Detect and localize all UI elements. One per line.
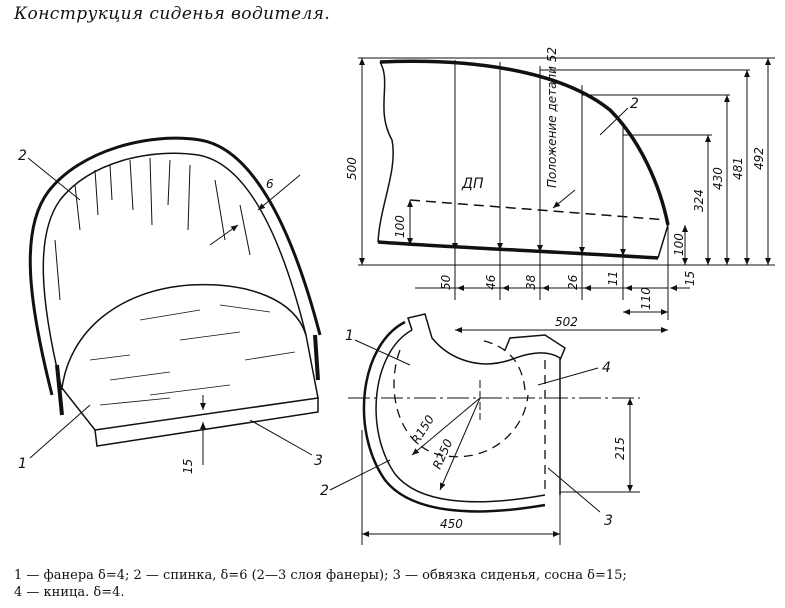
profile-bottom xyxy=(377,240,659,260)
seat-plate-front-edge xyxy=(94,397,319,447)
caption-line-2: 4 — кница. δ=4. xyxy=(14,585,125,600)
total-length-502: 502 xyxy=(555,315,578,329)
callout-2-side: 2 xyxy=(630,96,639,112)
offset-26: 26 xyxy=(566,274,580,290)
base-dimension: 15 xyxy=(181,459,195,474)
offset-11: 11 xyxy=(606,271,620,286)
page-title: Конструкция сиденья водителя. xyxy=(14,4,331,24)
perspective-view xyxy=(27,136,322,465)
radius-r150: R150 xyxy=(409,412,438,446)
thickness-dimension: 6 xyxy=(266,177,274,191)
dp-label: ДП xyxy=(461,176,484,192)
caption-line-1: 1 — фанера δ=4; 2 — спинка, δ=6 (2—3 сло… xyxy=(14,568,627,583)
plan-backrest-inner xyxy=(375,329,546,503)
plan-seat-edge xyxy=(407,313,561,495)
callout-4-plan: 4 xyxy=(602,360,611,376)
plan-view xyxy=(329,313,640,545)
figure-caption: 1 — фанера δ=4; 2 — спинка, δ=6 (2—3 сло… xyxy=(14,567,779,601)
callout-3-left: 3 xyxy=(314,453,323,469)
height-500: 500 xyxy=(345,157,359,180)
right-height-492: 492 xyxy=(752,147,766,170)
callout-3-plan: 3 xyxy=(604,513,613,529)
right-height-481: 481 xyxy=(731,157,745,180)
backrest-profile-curve xyxy=(379,59,670,226)
radius-r250: R250 xyxy=(430,437,456,472)
front-height-100: 100 xyxy=(393,215,407,238)
offset-50: 50 xyxy=(439,274,453,290)
side-profile-view xyxy=(358,57,775,333)
offset-46: 46 xyxy=(484,274,498,290)
horizontal-extension-lines xyxy=(358,57,775,266)
backrest-inner-edge xyxy=(42,152,307,391)
offset-110: 110 xyxy=(639,287,653,310)
seat-plate-grain xyxy=(89,304,296,406)
offset-15: 15 xyxy=(683,271,697,286)
offset-38: 38 xyxy=(524,274,538,290)
width-450: 450 xyxy=(440,517,463,531)
callout-2-left: 2 xyxy=(18,148,27,164)
backrest-outer-edge xyxy=(28,136,322,396)
plan-knee-bracket xyxy=(504,334,566,361)
backrest-texture xyxy=(54,157,251,301)
right-height-430: 430 xyxy=(711,167,725,190)
plan-dashed-inner xyxy=(479,339,526,391)
right-height-100: 100 xyxy=(672,233,686,256)
plan-backrest-outer xyxy=(362,320,546,513)
plan-dashed-r150 xyxy=(393,349,529,458)
callout-2-plan: 2 xyxy=(320,483,329,499)
detail-dashed-line xyxy=(409,199,669,221)
right-height-324: 324 xyxy=(692,189,706,212)
callout-1-plan: 1 xyxy=(345,328,354,344)
depth-215: 215 xyxy=(613,437,627,460)
profile-front-edge xyxy=(377,61,394,243)
callout-1-left: 1 xyxy=(18,456,27,472)
detail-position-label: Положение детали 52 xyxy=(545,47,559,188)
